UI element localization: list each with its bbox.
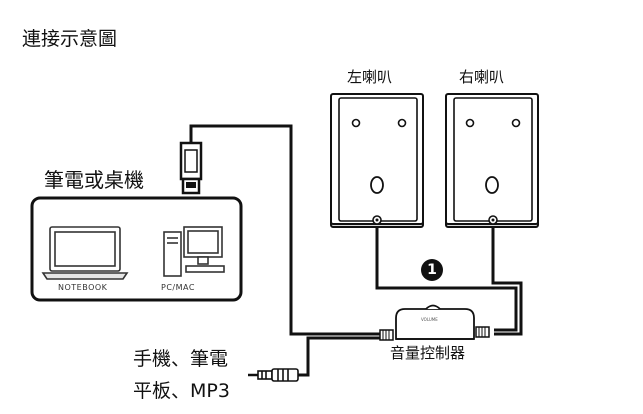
left-speaker-cable bbox=[375, 226, 518, 332]
diagram-title: 連接示意圖 bbox=[22, 28, 118, 50]
left-speaker-label: 左喇叭 bbox=[347, 68, 393, 86]
volume-controller-label: 音量控制器 bbox=[390, 344, 466, 362]
right-speaker-label: 右喇叭 bbox=[459, 68, 505, 86]
left-speaker-icon bbox=[330, 93, 424, 228]
right-speaker-icon bbox=[445, 93, 539, 228]
controller-brand: VOLUME bbox=[421, 317, 438, 322]
notebook-icon bbox=[41, 226, 129, 280]
step-marker: 1 bbox=[421, 259, 443, 281]
usb-plug-icon bbox=[179, 141, 203, 195]
desktop-pc-icon bbox=[163, 226, 225, 277]
phone-label-line1: 手機、筆電 bbox=[133, 348, 229, 370]
audio-jack-icon bbox=[248, 368, 299, 382]
phone-label-line2: 平板、MP3 bbox=[133, 380, 230, 402]
audio-cable bbox=[298, 336, 386, 377]
notebook-label: NOTEBOOK bbox=[58, 283, 108, 292]
right-speaker-cable bbox=[491, 226, 523, 336]
usb-cable bbox=[189, 124, 386, 336]
computer-label: 筆電或桌機 bbox=[44, 168, 144, 192]
pc-mac-label: PC/MAC bbox=[161, 283, 195, 292]
volume-controller-icon bbox=[379, 304, 490, 341]
